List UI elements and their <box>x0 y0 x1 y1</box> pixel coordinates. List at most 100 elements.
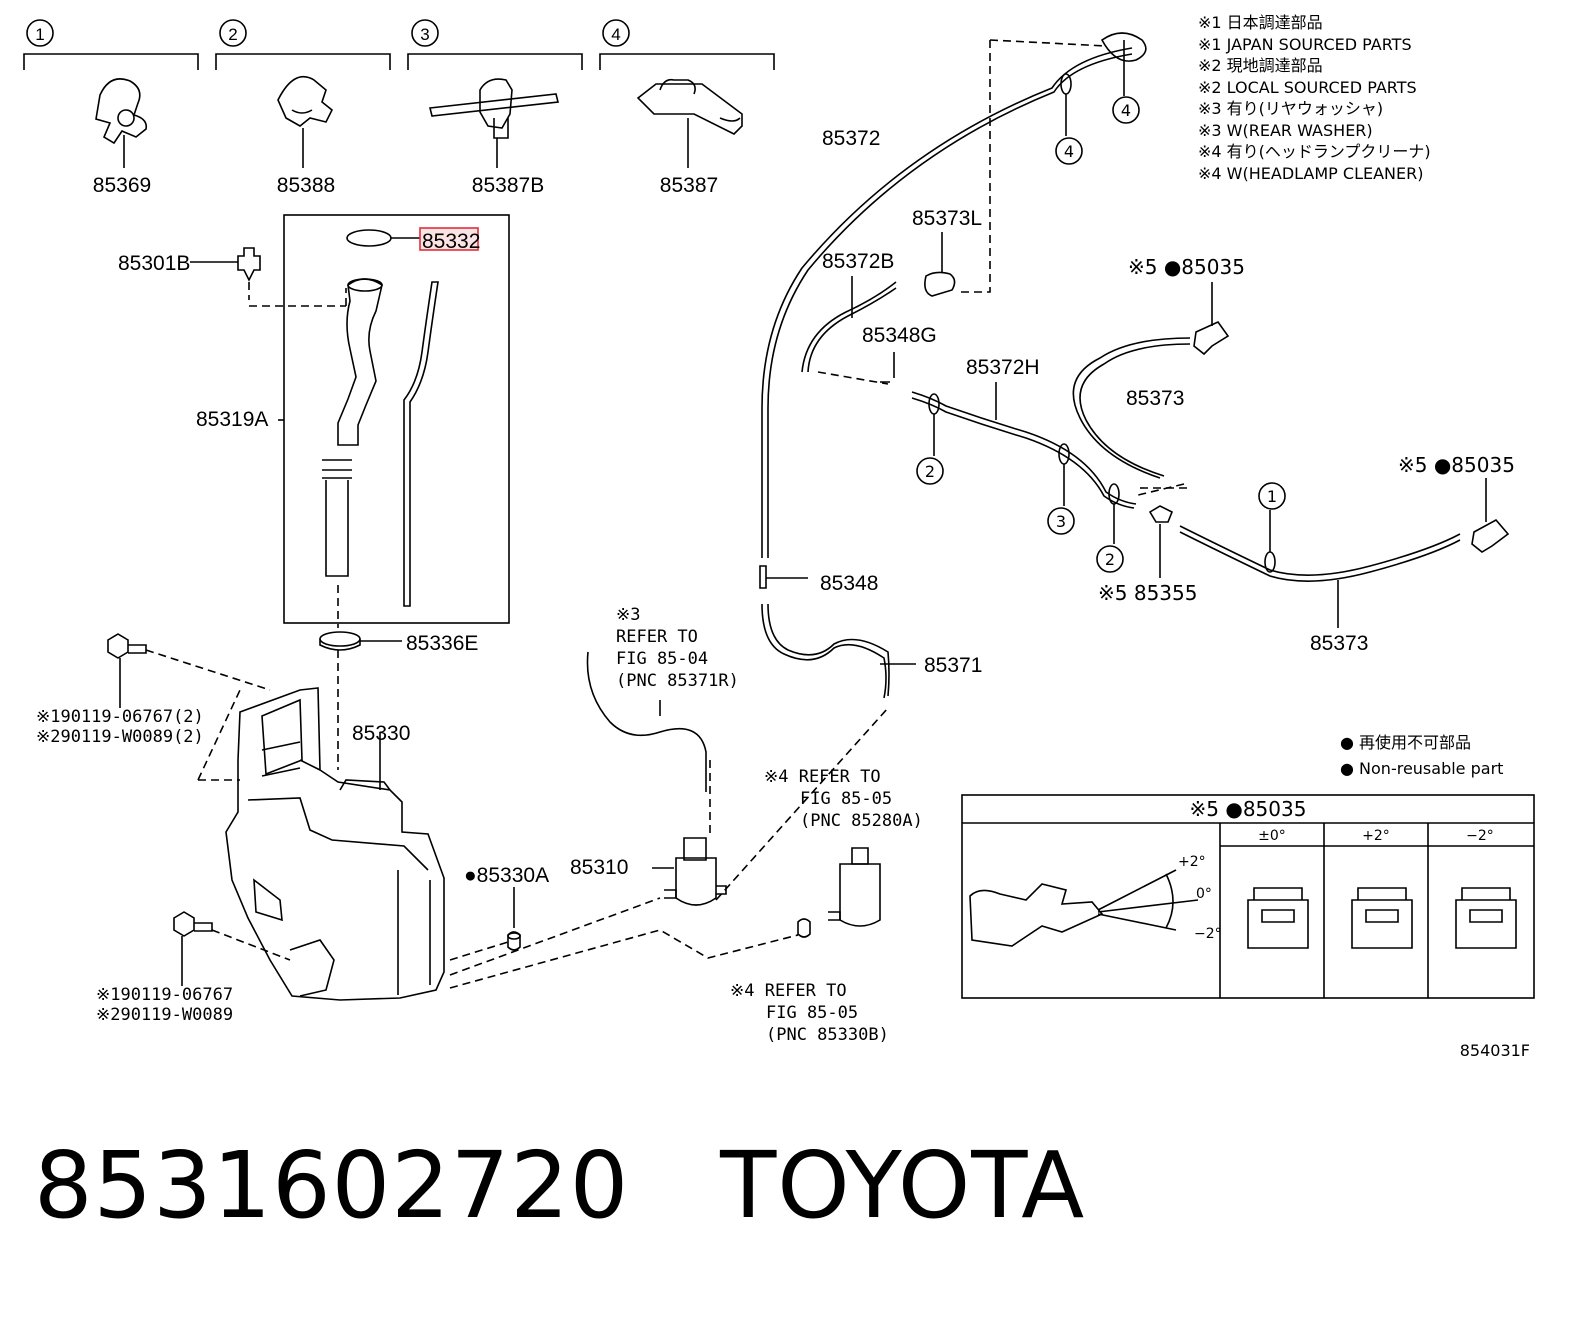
part-label-85348: 85348 <box>820 572 878 595</box>
nozzle-table-col: ±0° <box>1258 828 1286 844</box>
refer-note: (PNC 85371R) <box>616 671 739 691</box>
part-label-85371: 85371 <box>924 654 982 677</box>
clip-85369-icon <box>95 78 148 168</box>
washer-tank-85330-icon <box>225 650 445 1001</box>
callout-3: 3 <box>420 25 429 44</box>
bolt-label: ※290119-W0089(2) <box>36 727 204 747</box>
part-label-85372: 85372 <box>822 127 880 150</box>
hose-85373-lower-clip <box>1258 482 1339 628</box>
hose-callout: 4 <box>1064 142 1074 161</box>
hose-85372h-icon <box>911 391 1137 505</box>
rear-washer-hose-icon <box>586 651 707 792</box>
nozzle-table-col: +2° <box>1362 828 1390 844</box>
bolt-label: ※190119-06767(2) <box>36 707 204 727</box>
part-label-85301b: 85301B <box>118 252 190 275</box>
part-label-85372h: 85372H <box>966 356 1040 379</box>
figure-code: 854031F <box>1460 1041 1530 1060</box>
callout-brackets <box>23 53 775 70</box>
refer-note: FIG 85-05 <box>766 1003 858 1023</box>
legend-note: ※4 W(HEADLAMP CLEANER) <box>1198 164 1423 183</box>
refer-note: FIG 85-05 <box>800 789 892 809</box>
angle-label: 0° <box>1196 886 1212 902</box>
hose-85373-upper-icon <box>1072 337 1191 479</box>
cap-85332-icon <box>346 229 420 247</box>
hose-callout: 3 <box>1056 512 1066 531</box>
nozzle-aim-table <box>961 794 1535 999</box>
hose-callout: 4 <box>1121 101 1131 120</box>
joint-85355-icon <box>1148 505 1174 578</box>
angle-label: +2° <box>1178 854 1206 870</box>
nozzle-85035-upper-icon <box>1193 282 1230 356</box>
non-reusable-en: ● Non-reusable part <box>1340 759 1503 778</box>
nozzle-table-title: ※5 ●85035 <box>1190 797 1307 821</box>
nozzle-table-col: −2° <box>1466 828 1494 844</box>
callout-1: 1 <box>35 25 44 44</box>
clip-85301b-icon <box>190 247 347 307</box>
part-label-85330: 85330 <box>352 722 410 745</box>
grommet-85330a-icon <box>449 887 521 961</box>
refer-note: (PNC 85330B) <box>766 1025 889 1045</box>
part-label-85387b: 85387B <box>472 174 544 197</box>
legend-note: ※2 LOCAL SOURCED PARTS <box>1198 78 1417 97</box>
part-label-85035-lower: ※5 ●85035 <box>1398 453 1515 477</box>
hose-85373-lower-icon <box>1179 525 1461 576</box>
brand-name: TOYOTA <box>720 1132 1086 1239</box>
refer-note: (PNC 85280A) <box>800 811 923 831</box>
clip-85387-icon <box>636 78 743 168</box>
legend-note: ※4 有り(ヘッドランプクリーナ) <box>1198 142 1431 161</box>
hose-85372-clips <box>1055 32 1147 165</box>
highlighted-part-85332: 85332 <box>419 227 480 253</box>
refer-note: ※4 REFER TO <box>764 767 881 787</box>
angle-label: −2° <box>1194 926 1222 942</box>
refer-note: ※4 REFER TO <box>730 981 847 1001</box>
refer-note: REFER TO <box>616 627 698 647</box>
refer-note: FIG 85-04 <box>616 649 708 669</box>
part-label-85388: 85388 <box>277 174 335 197</box>
nozzle-85035-lower-icon <box>1471 478 1510 553</box>
headlamp-grommet-icon <box>449 707 889 989</box>
part-label-85336e: 85336E <box>406 632 478 655</box>
hose-callout: 2 <box>925 462 935 481</box>
part-label-85355: ※5 85355 <box>1098 581 1197 605</box>
legend-note: ※3 有り(リヤウォッシャ) <box>1198 99 1383 118</box>
part-label-85310: 85310 <box>570 856 628 879</box>
headlamp-pump-icon <box>828 847 881 927</box>
grommet-85336e-icon <box>319 585 402 651</box>
legend-note: ※3 W(REAR WASHER) <box>1198 121 1373 140</box>
nozzle-85373l-icon <box>924 232 956 297</box>
nozzle-aim-side-view <box>969 869 1199 947</box>
footer-part-number: 8531602720 TOYOTA <box>34 1140 1085 1232</box>
part-number: 8531602720 <box>34 1132 630 1239</box>
legend-note: ※2 現地調達部品 <box>1198 56 1323 75</box>
nozzle-aim-front-views <box>1247 887 1517 949</box>
part-label-85372b: 85372B <box>822 250 894 273</box>
non-reusable-jp: ● 再使用不可部品 <box>1340 733 1471 752</box>
filler-assembly-box <box>283 214 510 624</box>
part-label-85319a: 85319A <box>196 408 268 431</box>
bolt-label: ※290119-W0089 <box>96 1005 233 1025</box>
part-label-85387: 85387 <box>660 174 718 197</box>
part-label-85348g: 85348G <box>862 324 937 347</box>
clip-85388-icon <box>277 75 334 168</box>
legend-note: ※1 日本調達部品 <box>1198 13 1323 32</box>
part-label-85369: 85369 <box>93 174 151 197</box>
hose-callout: 2 <box>1105 550 1115 569</box>
hose-85372-icon <box>761 47 1133 558</box>
hose-callout: 1 <box>1267 487 1277 506</box>
callout-2: 2 <box>228 25 237 44</box>
hose-85372h-clips <box>916 393 1124 573</box>
clip-85387b-icon <box>429 78 559 168</box>
part-label-85373-lower: 85373 <box>1310 632 1368 655</box>
hose-85371-icon <box>761 603 887 699</box>
bolt-lower-icon <box>173 911 291 986</box>
callout-4: 4 <box>611 25 620 44</box>
breather-tube-icon <box>403 281 439 607</box>
callout-circles <box>26 19 630 47</box>
part-label-85332: 85332 <box>422 230 480 253</box>
joint-85348-icon <box>759 565 808 589</box>
hose-85372b-icon <box>801 281 897 373</box>
part-label-85035-upper: ※5 ●85035 <box>1128 255 1245 279</box>
filler-pipe-85319a-icon <box>278 278 383 577</box>
part-label-85373-upper: 85373 <box>1126 387 1184 410</box>
